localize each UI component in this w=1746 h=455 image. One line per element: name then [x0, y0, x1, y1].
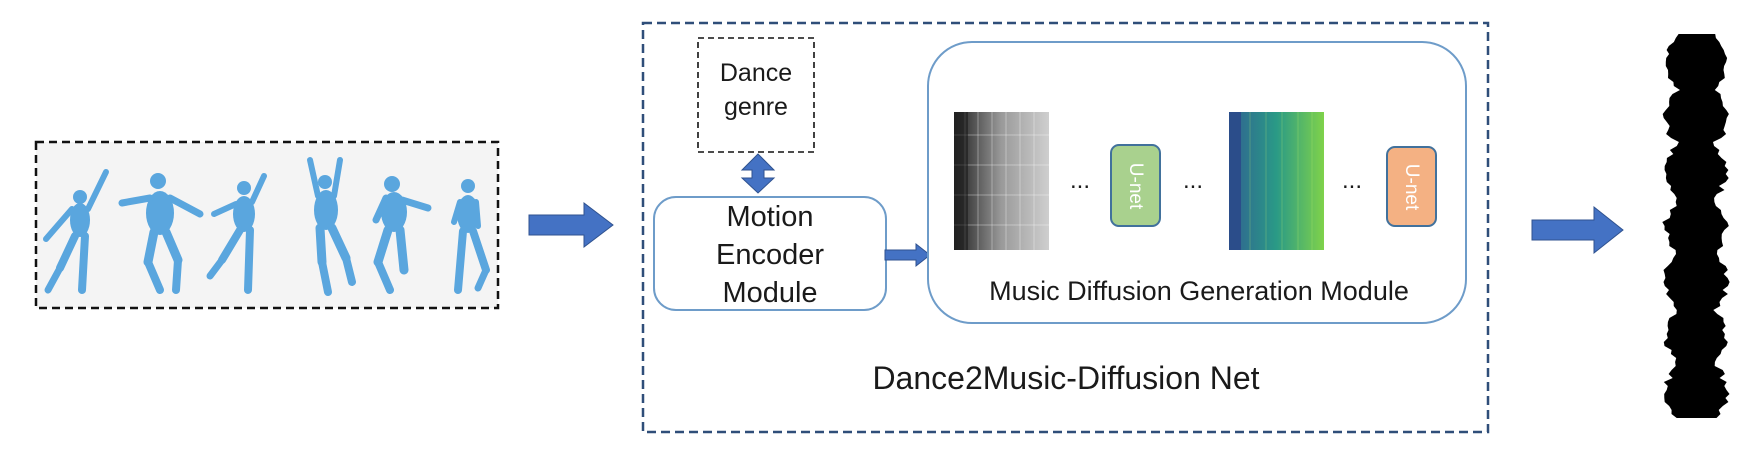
net-title: Dance2Music-Diffusion Net [872, 360, 1259, 396]
dancer-figure-2 [118, 173, 204, 294]
unet-block-2 [1386, 146, 1437, 227]
ellipsis-1: ... [1070, 167, 1090, 194]
music-diffusion-label: Music Diffusion Generation Module [989, 276, 1409, 306]
dancer-figure-5 [372, 176, 432, 294]
arrow-encoder-to-diffusion [884, 242, 931, 268]
dance-genre-box [697, 37, 815, 153]
dancer-figure-4 [307, 157, 356, 296]
unet-block-1 [1110, 144, 1161, 227]
arrow-input-to-net [528, 201, 614, 249]
dancer-figure-1 [43, 169, 109, 294]
dance-motion-input [34, 140, 500, 310]
ellipsis-2: ... [1183, 167, 1203, 194]
genre-encoder-double-arrow [740, 153, 776, 194]
clean-spectrogram [1229, 112, 1324, 250]
dancer-figure-6 [451, 179, 490, 294]
net-container [641, 21, 1490, 434]
arrow-net-to-output [1531, 205, 1624, 255]
dancer-figure-3 [206, 173, 267, 294]
motion-encoder-label: Motion Encoder Module [715, 201, 824, 309]
unet-label-1: U-net [1125, 163, 1146, 210]
dance-genre-label: Dance genre [719, 59, 793, 121]
output-music-waveform [1662, 34, 1730, 418]
noisy-spectrogram [954, 112, 1049, 250]
music-diffusion-box [927, 41, 1467, 324]
unet-label-2: U-net [1401, 164, 1422, 211]
ellipsis-3: ... [1342, 167, 1362, 194]
